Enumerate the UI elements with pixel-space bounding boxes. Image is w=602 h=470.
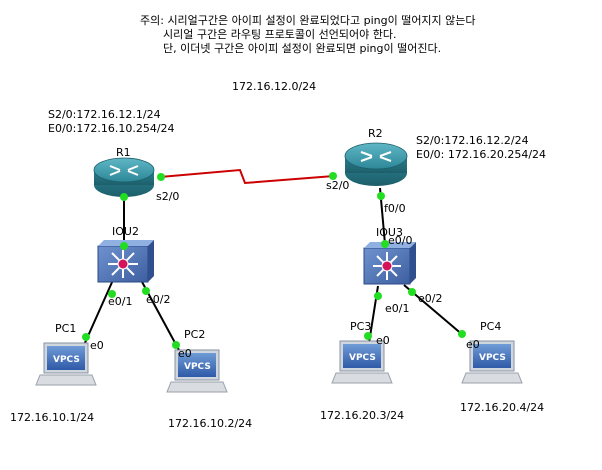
iou2-port-e01: e0/1 (108, 295, 132, 308)
iou3-name: IOU3 (376, 226, 403, 239)
port-dot (458, 330, 466, 338)
pc4-port: e0 (466, 338, 480, 351)
port-dot (374, 292, 382, 300)
r2-if2-label: E0/0: 172.16.20.254/24 (416, 148, 546, 161)
r1-port-serial: s2/0 (156, 190, 179, 203)
pc1-ip: 172.16.10.1/24 (10, 411, 94, 424)
serial-link[interactable] (159, 168, 335, 185)
port-dots (82, 172, 466, 349)
pc4-ip: 172.16.20.4/24 (460, 401, 544, 414)
port-dot (381, 240, 389, 248)
r1-if1-label: S2/0:172.16.12.1/24 (48, 108, 161, 121)
pc3-ip: 172.16.20.3/24 (320, 409, 404, 422)
switch-iou2[interactable] (97, 240, 154, 283)
pc2-ip: 172.16.10.2/24 (168, 417, 252, 430)
port-dot (142, 287, 150, 295)
switch-iou3[interactable] (363, 242, 416, 285)
iou2-port-e02: e0/2 (146, 293, 170, 306)
switch-star-icon (108, 250, 138, 278)
link-iou2-pc1[interactable] (83, 279, 114, 346)
port-dot (82, 333, 90, 341)
pc4-name: PC4 (480, 320, 501, 333)
pc2-port: e0 (178, 347, 192, 360)
r2-port-eth: f0/0 (384, 202, 406, 215)
pc2[interactable]: VPCS (166, 349, 228, 393)
port-dot (157, 173, 165, 181)
iou2-name: IOU2 (112, 225, 139, 238)
r1-if2-label: E0/0:172.16.10.254/24 (48, 122, 175, 135)
router-arrows-icon (109, 165, 139, 176)
note-line-3: 단, 이더넷 구간은 아이피 설정이 완료되면 ping이 떨어진다. (163, 42, 441, 55)
router-r2[interactable] (344, 142, 408, 186)
pc2-name: PC2 (184, 328, 205, 341)
port-dot (120, 193, 128, 201)
port-dot (364, 332, 372, 340)
port-dot (172, 341, 180, 349)
pc1-port: e0 (90, 339, 104, 352)
r1-name: R1 (116, 146, 131, 159)
pc3-badge: VPCS (349, 353, 376, 363)
port-dot (408, 288, 416, 296)
port-dot (120, 242, 128, 250)
pc1[interactable]: VPCS (35, 342, 97, 386)
note-line-2: 시리얼 구간은 라우팅 프로토콜이 선언되어야 한다. (163, 27, 397, 41)
pc3[interactable]: VPCS (331, 340, 393, 384)
pc1-badge: VPCS (53, 355, 80, 365)
router-r1[interactable] (93, 157, 155, 197)
r2-if1-label: S2/0:172.16.12.2/24 (416, 134, 529, 147)
port-dot (329, 172, 337, 180)
iou3-port-e02: e0/2 (418, 292, 442, 305)
port-dot (108, 290, 116, 298)
pc4-badge: VPCS (479, 353, 506, 363)
iou3-port-e00: e0/0 (388, 234, 412, 247)
pc3-port: e0 (376, 334, 390, 347)
note-line-1: 주의: 시리얼구간은 아이피 설정이 완료되었다고 ping이 떨어지지 않는다 (140, 13, 476, 27)
port-dot (377, 192, 385, 200)
r2-name: R2 (368, 127, 383, 140)
pc3-name: PC3 (350, 320, 371, 333)
pc4[interactable]: VPCS (461, 340, 523, 384)
pc1-name: PC1 (55, 322, 76, 335)
router-arrows-icon (360, 151, 392, 162)
r2-port-serial: s2/0 (326, 179, 349, 192)
serial-network-label: 172.16.12.0/24 (232, 80, 316, 93)
switch-star-icon (373, 252, 401, 280)
pc2-badge: VPCS (184, 362, 211, 372)
iou3-port-e01: e0/1 (385, 302, 409, 315)
